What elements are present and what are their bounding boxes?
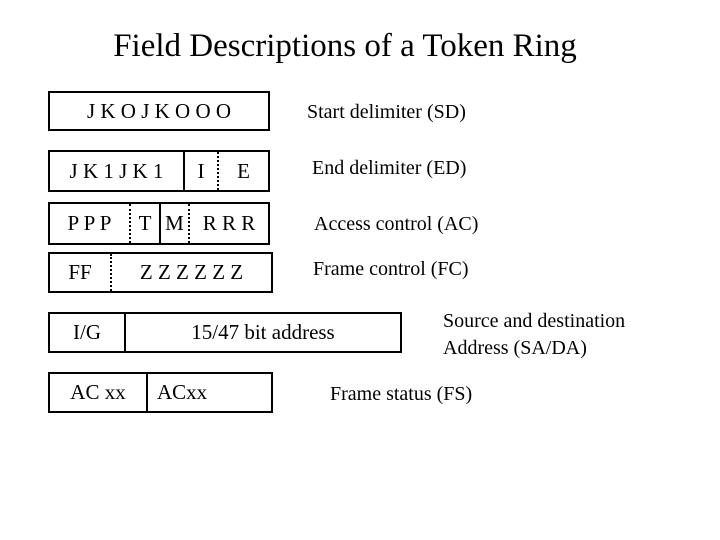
frame-status-label: Frame status (FS) [330,383,473,405]
address-label: Source and destination Address (SA/DA) [443,308,625,362]
end-delimiter-label: End delimiter (ED) [312,157,467,179]
frame-status-box: AC xx ACxx [48,372,273,413]
start-delimiter-label: Start delimiter (SD) [307,101,466,123]
end-delimiter-box: J K 1 J K 1 I E [48,150,270,192]
start-delimiter-bits: J K O J K O O O [86,98,232,123]
frame-status-acxx-right: ACxx [146,374,271,411]
access-control-box: P P P T M R R R [48,202,270,245]
address-box: I/G 15/47 bit address [48,312,402,353]
frame-status-acxx-left: AC xx [70,380,126,404]
frame-control-z-bits: Z Z Z Z Z Z [110,254,271,291]
address-label-line1: Source and destination [443,310,626,332]
access-control-label: Access control (AC) [314,213,479,235]
start-delimiter-box: J K O J K O O O [48,91,270,131]
access-control-priority-bits: P P P [67,211,112,235]
frame-control-box: FF Z Z Z Z Z Z [48,252,273,293]
address-label-line2: Address (SA/DA) [443,337,587,359]
access-control-reservation-bits: R R R [188,204,268,243]
address-bits: 15/47 bit address [124,314,400,351]
end-delimiter-bits: J K 1 J K 1 [69,158,164,183]
access-control-monitor-bit: M [159,204,188,243]
frame-control-ff-bits: FF [68,260,92,284]
end-delimiter-i-bit: I [183,152,217,190]
access-control-token-bit: T [129,204,159,243]
address-ig-bit: I/G [73,320,101,344]
frame-control-label: Frame control (FC) [313,258,469,280]
end-delimiter-e-bit: E [217,152,268,190]
slide-title: Field Descriptions of a Token Ring [113,28,577,64]
